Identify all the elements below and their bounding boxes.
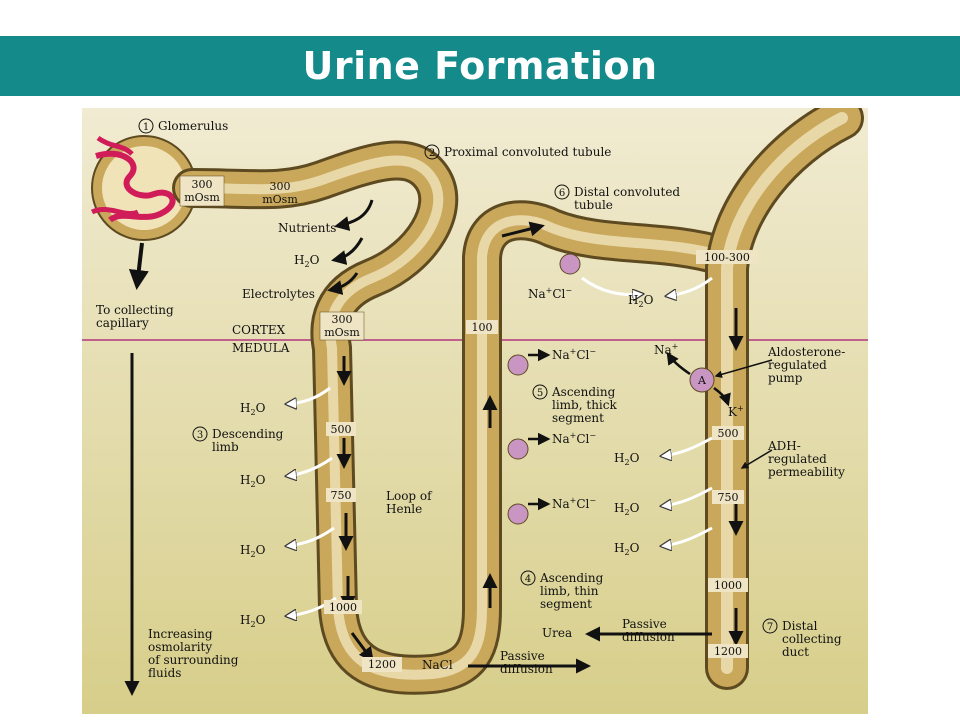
label-h2o-cd1: H2O (614, 451, 640, 467)
label-na: Na+ (654, 342, 678, 357)
svg-text:limb: limb (212, 440, 239, 454)
ion-pumps (507, 253, 773, 525)
label-nacl-2: Na+Cl− (552, 431, 596, 446)
svg-text:1: 1 (143, 122, 149, 133)
label-h2o-dct: H2O (628, 293, 654, 309)
svg-text:500: 500 (718, 427, 739, 440)
label-to-capillary: To collecting (96, 303, 174, 317)
to-capillary-arrow (128, 242, 149, 290)
label-nutrients: Nutrients (278, 221, 336, 235)
svg-text:mOsm: mOsm (184, 191, 220, 204)
title-bar: Urine Formation (0, 36, 960, 96)
label-osmolarity: Increasing (148, 627, 213, 641)
svg-text:fluids: fluids (148, 666, 181, 680)
label-passive-nacl: Passive (500, 649, 545, 663)
svg-text:100: 100 (472, 321, 493, 334)
svg-text:4: 4 (525, 574, 531, 585)
svg-text:2: 2 (429, 148, 435, 159)
label-h2o-4: H2O (240, 613, 266, 629)
svg-text:1000: 1000 (329, 601, 357, 614)
label-descending: Descending (212, 427, 284, 441)
label-collecting: Distal (782, 619, 818, 633)
label-h2o-cd2: H2O (614, 501, 640, 517)
label-h2o-2: H2O (240, 473, 266, 489)
svg-text:300: 300 (192, 178, 213, 191)
svg-text:1000: 1000 (714, 579, 742, 592)
label-h2o-3: H2O (240, 543, 266, 559)
svg-text:1200: 1200 (714, 645, 742, 658)
svg-text:permeability: permeability (768, 465, 845, 479)
nephron-diagram: 300 mOsm 300 mOsm 300 mOsm 500 750 1000 … (82, 96, 868, 714)
svg-text:5: 5 (537, 388, 543, 399)
svg-text:collecting: collecting (782, 632, 842, 646)
label-asc-thin: Ascending (539, 571, 604, 585)
label-pct: Proximal convoluted tubule (444, 145, 611, 159)
label-asc-thick: Ascending (551, 385, 616, 399)
svg-text:Henle: Henle (386, 502, 422, 516)
structure-labels: 1 Glomerulus 2 Proximal convoluted tubul… (138, 118, 842, 659)
svg-text:tubule: tubule (574, 198, 613, 212)
water-arrows (287, 276, 713, 616)
svg-text:3: 3 (197, 430, 203, 441)
label-dct: Distal convoluted (574, 185, 680, 199)
label-h2o-cd3: H2O (614, 541, 640, 557)
label-h2o-1: H2O (240, 401, 266, 417)
svg-text:of surrounding: of surrounding (148, 653, 239, 667)
svg-text:300: 300 (332, 313, 353, 326)
label-k: K+ (728, 404, 744, 419)
label-passive-urea: Passive (622, 617, 667, 631)
label-medula: MEDULA (232, 341, 290, 355)
svg-text:segment: segment (540, 597, 592, 611)
label-adh: ADH- (767, 439, 801, 453)
svg-text:750: 750 (331, 489, 352, 502)
svg-text:750: 750 (718, 491, 739, 504)
svg-text:duct: duct (782, 645, 809, 659)
svg-text:mOsm: mOsm (262, 193, 298, 206)
label-h2o-pct: H2O (294, 253, 320, 269)
glomerulus (90, 135, 197, 241)
svg-text:diffusion: diffusion (622, 630, 675, 644)
label-cortex: CORTEX (232, 323, 286, 337)
svg-text:segment: segment (552, 411, 604, 425)
label-nacl-plain: NaCl (422, 658, 453, 672)
nephron-svg: 300 mOsm 300 mOsm 300 mOsm 500 750 1000 … (82, 96, 868, 714)
label-electrolytes: Electrolytes (242, 287, 315, 301)
flow-arrows (124, 221, 744, 696)
svg-text:100-300: 100-300 (704, 251, 750, 264)
svg-text:diffusion: diffusion (500, 662, 553, 676)
misc-labels: To collecting capillary CORTEX MEDULA Lo… (96, 221, 845, 680)
svg-text:pump: pump (768, 371, 803, 385)
svg-text:7: 7 (767, 622, 773, 633)
capillary-tuft (95, 150, 176, 223)
label-glomerulus: Glomerulus (158, 119, 228, 133)
svg-text:limb, thin: limb, thin (540, 584, 599, 598)
svg-text:capillary: capillary (96, 316, 149, 330)
svg-text:osmolarity: osmolarity (148, 640, 212, 654)
label-nacl-dct: Na+Cl− (528, 286, 572, 301)
svg-text:mOsm: mOsm (324, 326, 360, 339)
osmolarity-boxes: 300 mOsm 300 mOsm 300 mOsm 500 750 1000 … (179, 175, 758, 672)
label-nacl-1: Na+Cl− (552, 347, 596, 362)
reabsorption-arrows (327, 199, 374, 295)
svg-text:500: 500 (331, 423, 352, 436)
label-urea: Urea (542, 626, 572, 640)
svg-text:limb, thick: limb, thick (552, 398, 617, 412)
svg-text:regulated: regulated (768, 358, 827, 372)
svg-text:regulated: regulated (768, 452, 827, 466)
label-loop: Loop of (386, 489, 433, 503)
aldosterone-pump (689, 367, 715, 393)
slide-title: Urine Formation (302, 44, 658, 88)
chemical-labels: H2O H2O H2O H2O H2O H2O H2O H2O H2O Na+C… (240, 253, 744, 629)
label-pump-a: A (697, 374, 707, 387)
svg-text:6: 6 (559, 188, 565, 199)
label-nacl-3: Na+Cl− (552, 496, 596, 511)
label-aldosterone: Aldosterone- (767, 345, 845, 359)
svg-text:300: 300 (270, 180, 291, 193)
svg-text:1200: 1200 (368, 658, 396, 671)
